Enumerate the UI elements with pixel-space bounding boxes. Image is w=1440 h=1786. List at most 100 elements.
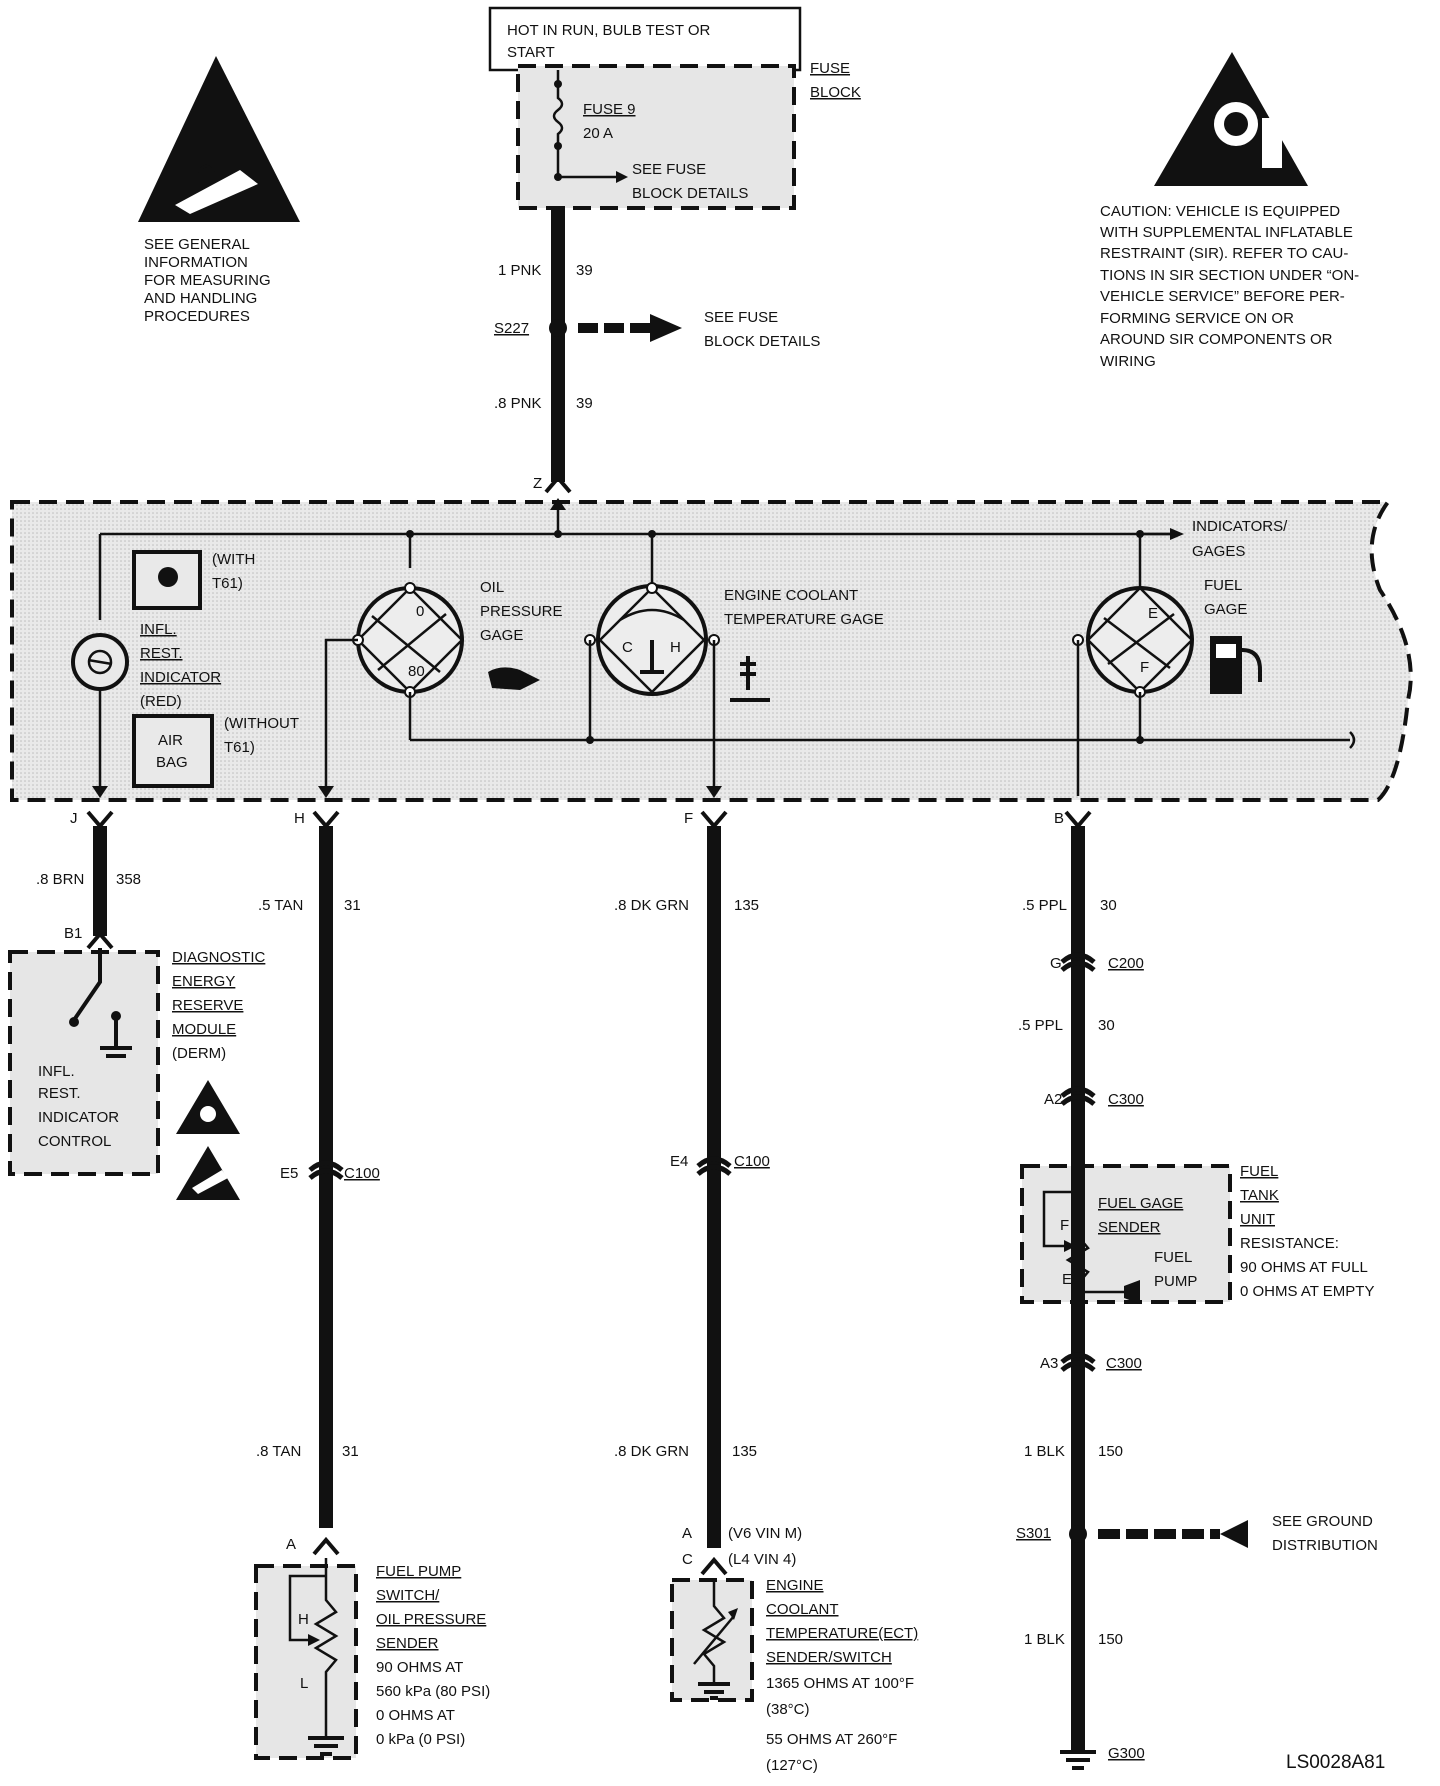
svg-text:C300: C300 [1108, 1091, 1144, 1108]
svg-text:H: H [670, 639, 681, 656]
svg-text:C100: C100 [734, 1153, 770, 1170]
svg-text:(WITHOUT: (WITHOUT [224, 715, 299, 732]
svg-text:.5 PPL: .5 PPL [1022, 897, 1067, 914]
svg-text:135: 135 [734, 897, 759, 914]
svg-text:MODULE: MODULE [172, 1021, 236, 1038]
sir-warning-icon [1154, 52, 1308, 186]
svg-text:GAGES: GAGES [1192, 543, 1245, 560]
svg-text:INFL.: INFL. [38, 1063, 75, 1080]
svg-text:FUEL: FUEL [1154, 1249, 1192, 1266]
svg-text:F: F [1060, 1217, 1069, 1234]
svg-text:0 kPa (0 PSI): 0 kPa (0 PSI) [376, 1731, 465, 1748]
svg-text:(V6 VIN M): (V6 VIN M) [728, 1525, 802, 1542]
svg-text:90 OHMS AT FULL: 90 OHMS AT FULL [1240, 1259, 1368, 1276]
svg-text:55 OHMS AT 260°F: 55 OHMS AT 260°F [766, 1731, 897, 1748]
svg-text:(RED): (RED) [140, 693, 182, 710]
svg-text:ENERGY: ENERGY [172, 973, 235, 990]
svg-text:SEE FUSE: SEE FUSE [632, 161, 706, 178]
svg-text:AROUND SIR COMPONENTS OR: AROUND SIR COMPONENTS OR [1100, 331, 1333, 348]
svg-text:DIAGNOSTIC: DIAGNOSTIC [172, 949, 266, 966]
svg-text:.5 PPL: .5 PPL [1018, 1017, 1063, 1034]
svg-text:PRESSURE: PRESSURE [480, 603, 563, 620]
coolant-temperature-gage: C H ENGINE COOLANT TEMPERATURE GAGE [584, 534, 884, 798]
svg-text:F: F [1140, 659, 1149, 676]
air-bag-lamp [132, 714, 214, 788]
svg-text:.8 DK GRN: .8 DK GRN [614, 1443, 689, 1460]
svg-text:VEHICLE SERVICE” BEFORE PER-: VEHICLE SERVICE” BEFORE PER- [1100, 288, 1345, 305]
svg-text:TEMPERATURE(ECT): TEMPERATURE(ECT) [766, 1625, 918, 1642]
svg-text:C200: C200 [1108, 955, 1144, 972]
svg-text:31: 31 [344, 897, 361, 914]
svg-text:E5: E5 [280, 1165, 298, 1182]
svg-text:OIL: OIL [480, 579, 504, 596]
instrument-cluster: INDICATORS/ GAGES (WITH T61) INFL. REST.… [10, 498, 1413, 802]
svg-text:INDICATOR: INDICATOR [140, 669, 221, 686]
svg-text:J: J [70, 810, 78, 827]
splice-s301: S301 SEE GROUND DISTRIBUTION [1016, 1513, 1378, 1554]
svg-text:REST.: REST. [140, 645, 183, 662]
svg-text:ENGINE: ENGINE [766, 1577, 824, 1594]
svg-text:(DERM): (DERM) [172, 1045, 226, 1062]
figure-id: LS0028A81 [1286, 1752, 1385, 1773]
svg-text:DISTRIBUTION: DISTRIBUTION [1272, 1537, 1378, 1554]
connector-z: Z [533, 475, 542, 492]
ground-symbol-icon [698, 1682, 730, 1700]
splice-s227: S227 SEE FUSE BLOCK DETAILS [494, 309, 820, 350]
svg-text:358: 358 [116, 871, 141, 888]
svg-text:560 kPa (80 PSI): 560 kPa (80 PSI) [376, 1683, 490, 1700]
svg-text:SENDER/SWITCH: SENDER/SWITCH [766, 1649, 892, 1666]
connector-c100-e4: E4 C100 [670, 1153, 770, 1176]
fuel-pump-icon [1210, 636, 1262, 694]
svg-text:A3: A3 [1040, 1355, 1058, 1372]
oil-pressure-sender: H L [254, 1558, 358, 1760]
svg-text:FUEL PUMP: FUEL PUMP [376, 1563, 461, 1580]
svg-text:TANK: TANK [1240, 1187, 1279, 1204]
svg-text:B1: B1 [64, 925, 82, 942]
svg-text:BLOCK DETAILS: BLOCK DETAILS [632, 185, 748, 202]
esd-note: SEE GENERAL INFORMATION FOR MEASURING AN… [144, 236, 271, 325]
oil-can-icon [488, 667, 540, 690]
svg-text:E: E [1148, 605, 1158, 622]
svg-text:20 A: 20 A [583, 125, 613, 142]
svg-text:S227: S227 [494, 320, 529, 337]
ground-symbol-icon [308, 1736, 344, 1756]
esd-warning-icon [138, 56, 300, 222]
svg-text:0 OHMS AT EMPTY: 0 OHMS AT EMPTY [1240, 1283, 1374, 1300]
svg-text:SWITCH/: SWITCH/ [376, 1587, 440, 1604]
svg-text:1 BLK: 1 BLK [1024, 1443, 1065, 1460]
svg-text:SEE FUSE: SEE FUSE [704, 309, 778, 326]
svg-text:SENDER: SENDER [1098, 1219, 1161, 1236]
svg-text:FUSE: FUSE [810, 60, 850, 77]
svg-text:OIL PRESSURE: OIL PRESSURE [376, 1611, 486, 1628]
svg-text:A: A [682, 1525, 692, 1542]
ground-g300: G300 [1060, 1745, 1145, 1770]
svg-text:.8 BRN: .8 BRN [36, 871, 84, 888]
svg-text:FORMING SERVICE ON OR: FORMING SERVICE ON OR [1100, 310, 1294, 327]
svg-text:UNIT: UNIT [1240, 1211, 1275, 1228]
svg-text:PROCEDURES: PROCEDURES [144, 308, 250, 325]
coolant-thermometer-icon [730, 656, 770, 702]
svg-text:RESERVE: RESERVE [172, 997, 243, 1014]
svg-text:1365 OHMS AT 100°F: 1365 OHMS AT 100°F [766, 1675, 914, 1692]
svg-text:CONTROL: CONTROL [38, 1133, 111, 1150]
svg-text:(127°C): (127°C) [766, 1757, 818, 1774]
svg-text:G300: G300 [1108, 1745, 1145, 1762]
svg-text:A2: A2 [1044, 1091, 1062, 1108]
svg-text:HOT IN RUN, BULB TEST OR: HOT IN RUN, BULB TEST OR [507, 22, 711, 39]
svg-text:START: START [507, 44, 555, 61]
connector-c300-a3: A3 C300 [1040, 1352, 1142, 1372]
svg-text:H: H [298, 1611, 309, 1628]
svg-text:INDICATOR: INDICATOR [38, 1109, 119, 1126]
svg-text:0 OHMS AT: 0 OHMS AT [376, 1707, 455, 1724]
svg-text:AIR: AIR [158, 732, 183, 749]
svg-text:C: C [622, 639, 633, 656]
svg-text:SENDER: SENDER [376, 1635, 439, 1652]
svg-text:.5 TAN: .5 TAN [258, 897, 303, 914]
svg-text:COOLANT: COOLANT [766, 1601, 839, 1618]
svg-text:PUMP: PUMP [1154, 1273, 1197, 1290]
svg-text:TIONS IN SIR SECTION UNDER “ON: TIONS IN SIR SECTION UNDER “ON- [1100, 267, 1359, 284]
connector-c200: G C200 [1050, 952, 1144, 972]
svg-text:TEMPERATURE GAGE: TEMPERATURE GAGE [724, 611, 884, 628]
svg-text:.8 PNK: .8 PNK [494, 395, 542, 412]
svg-text:L: L [300, 1675, 308, 1692]
